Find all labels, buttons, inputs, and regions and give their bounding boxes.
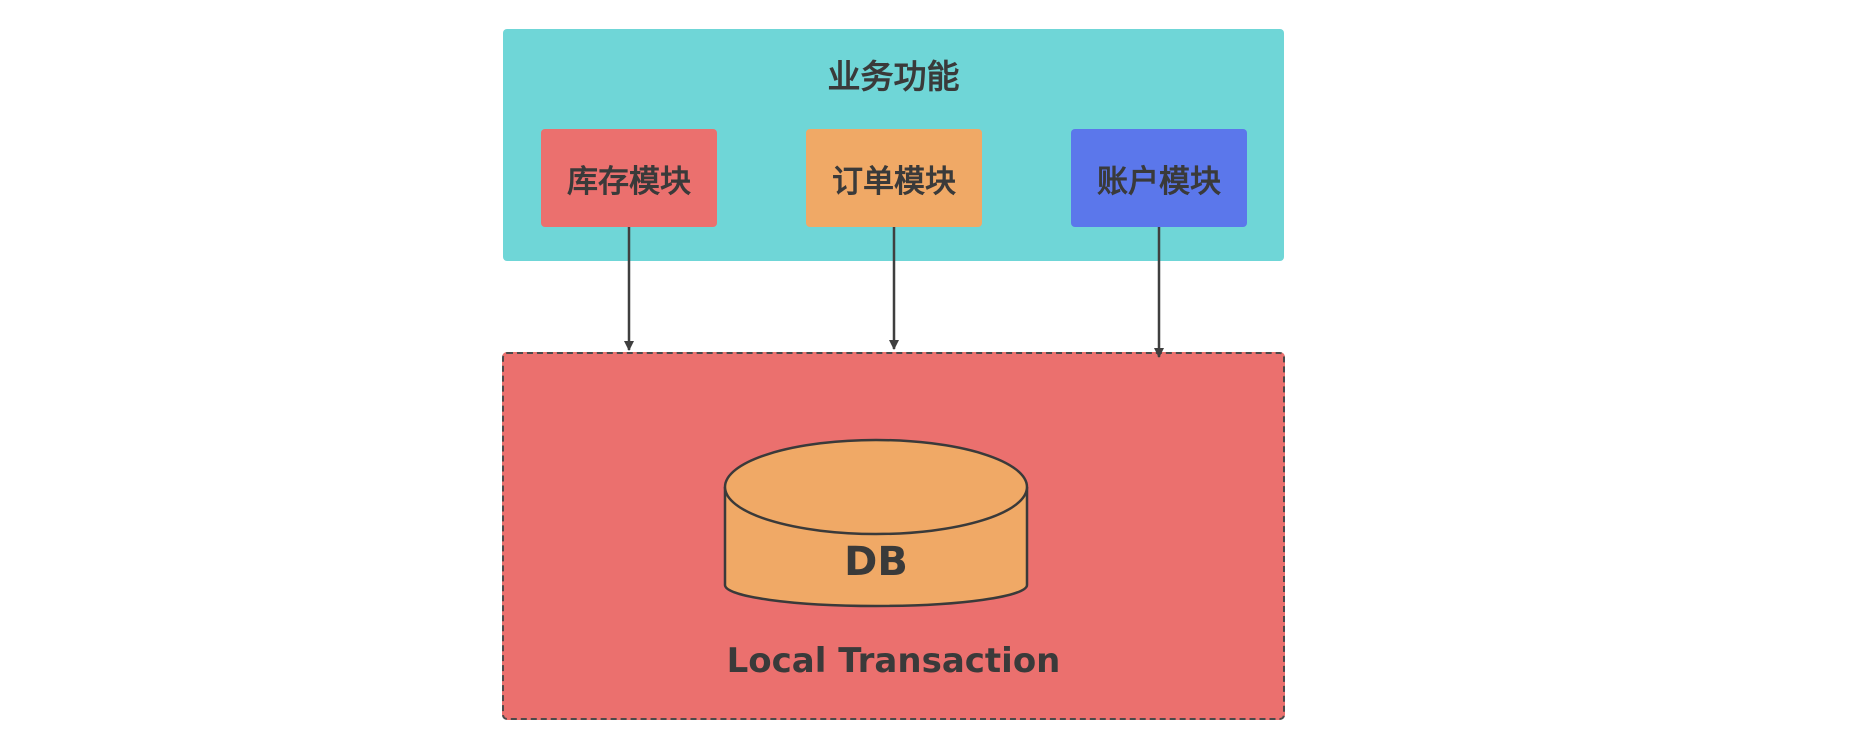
- database-label: DB: [844, 539, 908, 585]
- local-transaction-label: Local Transaction: [726, 641, 1061, 681]
- account-module: 账户模块: [1071, 129, 1247, 227]
- database-cylinder: DB: [723, 438, 1029, 608]
- order-module: 订单模块: [806, 129, 982, 227]
- business-function-title: 业务功能: [827, 57, 960, 96]
- inventory-module-label: 库存模块: [567, 163, 691, 200]
- inventory-module: 库存模块: [541, 129, 717, 227]
- database-top: [723, 438, 1029, 536]
- order-module-label: 订单模块: [832, 163, 956, 200]
- account-module-label: 账户模块: [1097, 163, 1221, 200]
